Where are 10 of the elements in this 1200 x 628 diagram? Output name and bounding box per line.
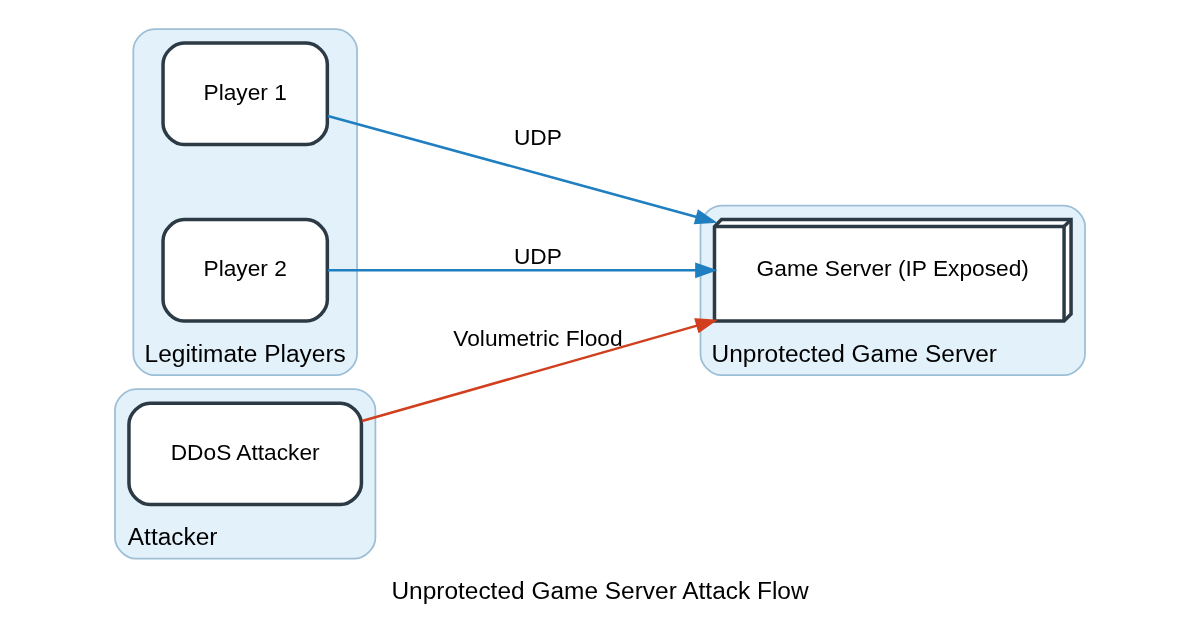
node-box: Player 1	[161, 41, 330, 147]
edge-label: Volumetric Flood	[453, 325, 623, 352]
arrow	[327, 114, 718, 225]
arrow	[327, 262, 718, 279]
node-box: DDoS Attacker	[127, 401, 364, 507]
arrow	[361, 318, 718, 423]
node-box: Player 2	[161, 217, 330, 323]
caption: Unprotected Game Server Attack Flow	[391, 577, 809, 605]
edge-label: UDP	[513, 124, 562, 151]
edge-label: UDP	[513, 243, 562, 270]
